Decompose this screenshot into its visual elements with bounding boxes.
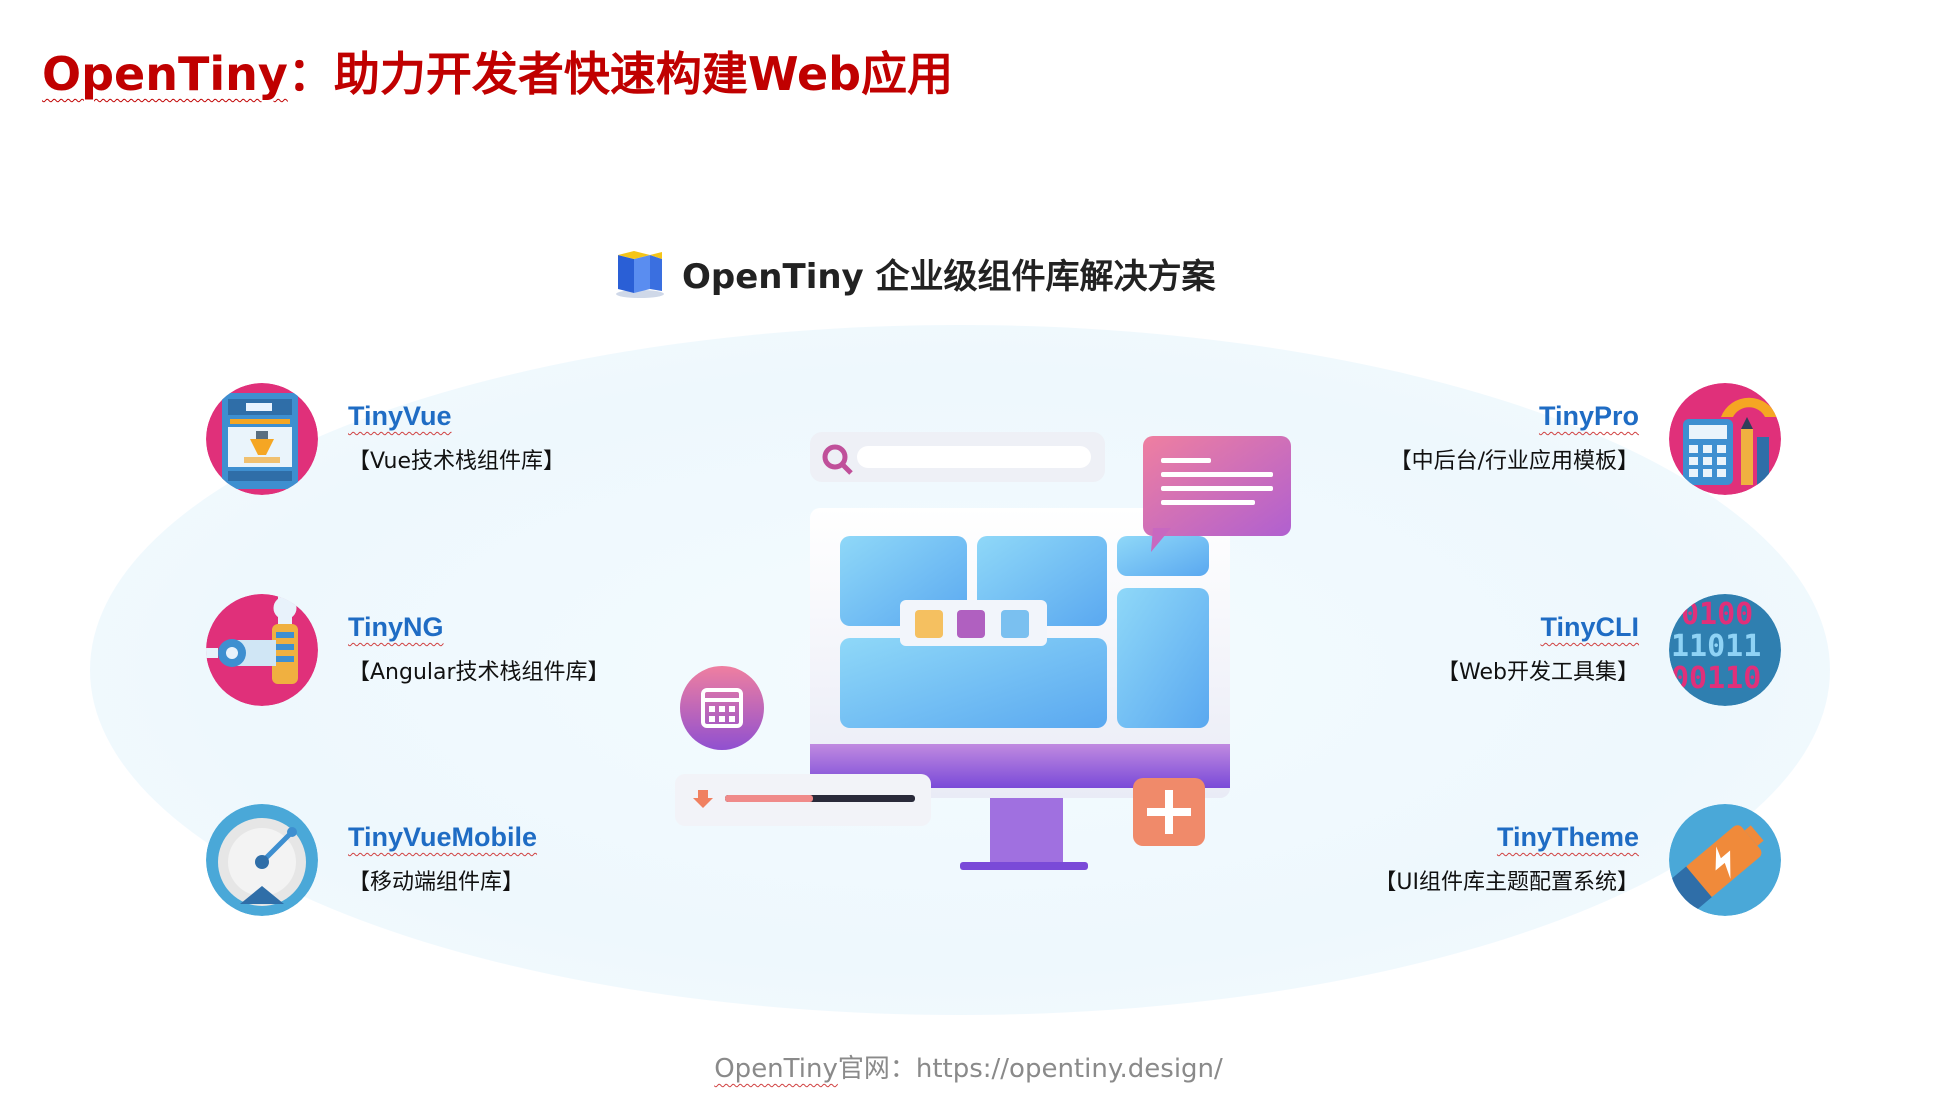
svg-text:11011: 11011 xyxy=(1671,629,1761,664)
satellite-dish-icon xyxy=(206,804,318,916)
calculator-icon xyxy=(1669,383,1781,495)
product-name: TinyVueMobile xyxy=(348,822,538,852)
slide-title-text: ：助力开发者快速构建Web应用 xyxy=(287,47,954,101)
footer: OpenTiny官网：https://opentiny.design/ xyxy=(0,1048,1937,1085)
footer-link[interactable]: 官网：https://opentiny.design/ xyxy=(837,1054,1223,1084)
product-desc: 【UI组件库主题配置系统】 xyxy=(1374,870,1639,895)
product-desc: 【中后台/行业应用模板】 xyxy=(1389,449,1639,474)
svg-text:0100: 0100 xyxy=(1681,597,1753,632)
product-tinyng[interactable]: TinyNG 【Angular技术栈组件库】 xyxy=(206,594,626,706)
product-tinypro[interactable]: TinyPro 【中后台/行业应用模板】 xyxy=(1361,383,1781,495)
product-tinyvuemobile[interactable]: TinyVueMobile 【移动端组件库】 xyxy=(206,804,626,916)
product-tinyvue[interactable]: TinyVue 【Vue技术栈组件库】 xyxy=(206,383,626,495)
computer-illustration xyxy=(675,432,1291,870)
product-desc: 【Angular技术栈组件库】 xyxy=(348,660,610,685)
robot-arm-icon xyxy=(206,594,318,706)
product-name: TinyNG xyxy=(348,612,444,642)
opentiny-logo-icon xyxy=(616,251,664,298)
product-tinytheme[interactable]: TinyTheme 【UI组件库主题配置系统】 xyxy=(1361,804,1781,916)
solution-subtitle: OpenTiny 企业级组件库解决方案 xyxy=(682,256,1216,297)
product-desc: 【Web开发工具集】 xyxy=(1437,660,1639,685)
product-desc: 【Vue技术栈组件库】 xyxy=(348,449,566,474)
slide-title: OpenTiny：助力开发者快速构建Web应用 xyxy=(42,38,953,104)
product-name: TinyTheme xyxy=(1496,822,1639,852)
product-name: TinyCLI xyxy=(1540,612,1639,642)
svg-text:00110: 00110 xyxy=(1671,661,1761,696)
solution-header: OpenTiny 企业级组件库解决方案 xyxy=(612,245,1216,301)
product-name: TinyPro xyxy=(1538,401,1639,431)
3d-printer-icon xyxy=(206,383,318,495)
battery-bolt-icon xyxy=(1669,804,1781,916)
product-name: TinyVue xyxy=(348,401,452,431)
footer-brand: OpenTiny xyxy=(714,1054,838,1084)
binary-code-icon: 0100 11011 00110 xyxy=(1669,594,1781,706)
slide-title-brand: OpenTiny xyxy=(42,47,288,101)
product-desc: 【移动端组件库】 xyxy=(348,870,525,895)
product-tinycli[interactable]: 0100 11011 00110 TinyCLI 【Web开发工具集】 xyxy=(1361,594,1781,706)
